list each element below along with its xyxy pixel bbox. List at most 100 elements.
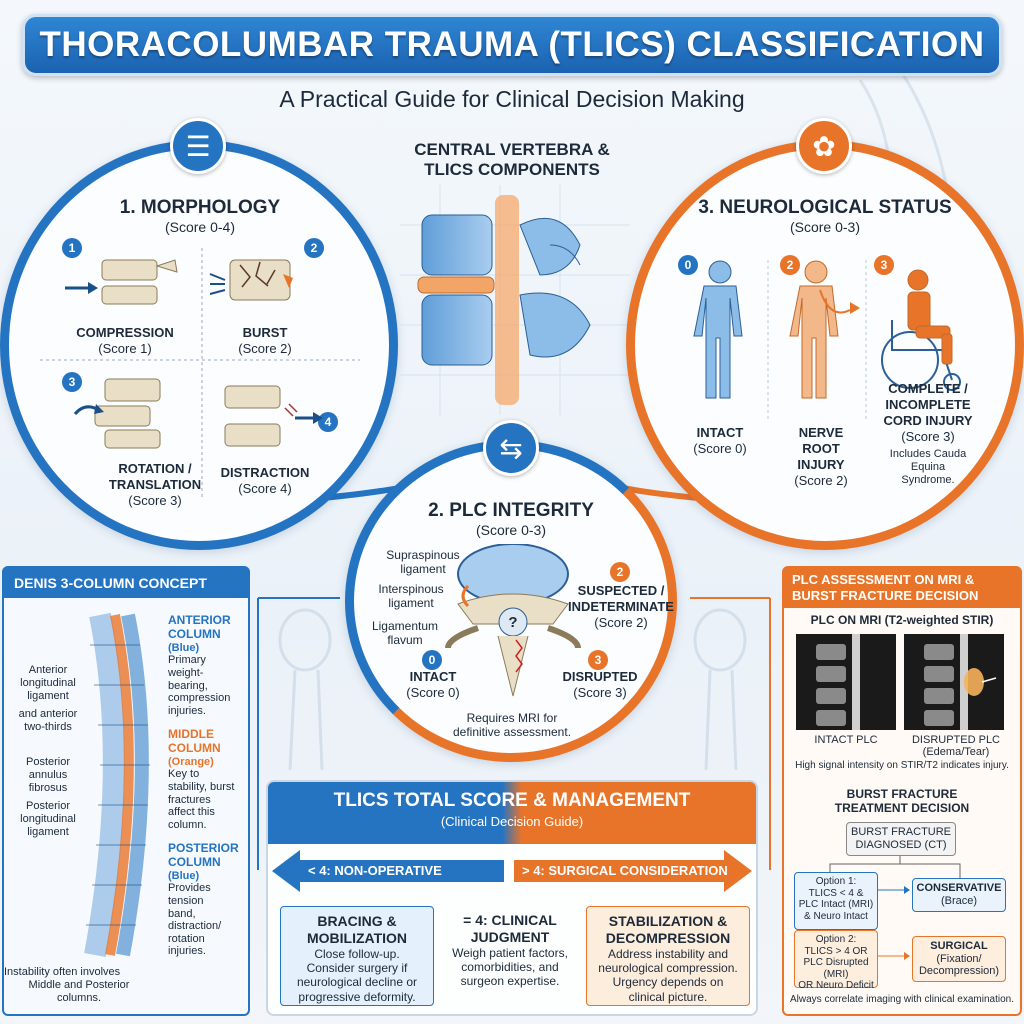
anterior-color: (Blue) [168, 641, 200, 654]
mri-footer: Always correlate imaging with clinical e… [790, 994, 1014, 1005]
paf-label-1: Posterior [25, 756, 71, 768]
rotation-label-1: ROTATION / [118, 461, 192, 476]
flavum-label-2: flavum [387, 633, 423, 647]
middle-title-2: COLUMN [168, 740, 221, 755]
suspected-label-1: SUSPECTED / [577, 583, 665, 598]
option2-l1: Option 2: [815, 934, 857, 945]
anterior-title: ANTERIOR [168, 613, 231, 627]
morphology-num-4: 4 [318, 412, 338, 432]
posterior-d6: injuries. [168, 945, 206, 958]
mri-section-1: PLC ON MRI (T2-weighted STIR) [810, 613, 994, 627]
judgment-d3: surgeon expertise. [460, 974, 560, 989]
plc-vertebra-illustration [445, 544, 581, 697]
surgical-2: (Fixation/ [936, 952, 982, 965]
option1-l2: TLICS < 4 & [808, 887, 864, 899]
management-header [268, 782, 756, 844]
disrupted-plc-label-1: DISRUPTED PLC [911, 734, 1001, 746]
plc-score: (Score 0-3) [475, 522, 547, 538]
center-title-2: TLICS COMPONENTS [424, 160, 600, 179]
cord-injury-note-2: Equina [910, 461, 946, 473]
conservative-box: CONSERVATIVE (Brace) [912, 878, 1006, 912]
burst-label: BURST [242, 325, 288, 340]
pll-label-2: longitudinal [20, 813, 76, 825]
suspected-score: (Score 2) [594, 615, 648, 630]
brain-icon: ✿ [796, 118, 852, 174]
anterior-title-2: COLUMN [168, 626, 221, 641]
plc-num-3: 3 [588, 650, 608, 670]
morphology-title: 1. MORPHOLOGY [119, 197, 281, 218]
posterior-title-2: COLUMN [168, 854, 221, 869]
all-label-3: ligament [27, 690, 69, 702]
anterior-d1: Primary [168, 654, 206, 667]
judgment-title-2: JUDGMENT [470, 928, 550, 945]
morphology-grid [40, 248, 360, 498]
option1-box: Option 1: TLICS < 4 & PLC Intact (MRI) &… [794, 872, 878, 930]
burst-diagnosed-box: BURST FRACTURE DIAGNOSED (CT) [846, 822, 956, 856]
plc-intact-score: (Score 0) [406, 685, 460, 700]
ant-label-2: two-thirds [24, 721, 72, 733]
distraction-score: (Score 4) [238, 481, 292, 496]
neuro-num-0: 0 [678, 255, 698, 275]
burst-score: (Score 2) [238, 341, 292, 356]
plc-title: 2. PLC INTEGRITY [428, 500, 594, 521]
judgment-d1: Weigh patient factors, [452, 945, 568, 960]
middle-d3: fractures [168, 793, 211, 806]
morphology-num-3: 3 [62, 372, 82, 392]
central-vertebra-illustration [400, 185, 630, 415]
management-arrows [272, 850, 752, 892]
conservative-2: (Brace) [940, 894, 978, 907]
non-operative-label: < 4: NON-OPERATIVE [308, 863, 442, 878]
middle-title: MIDDLE [168, 727, 214, 741]
neuro-intact-score: (Score 0) [693, 441, 747, 456]
cord-injury-score: (Score 3) [901, 429, 955, 444]
judgment-d2: comorbidities, and [461, 959, 559, 974]
cord-injury-note-1: Includes Cauda [889, 448, 967, 460]
disrupted-plc-label-2: (Edema/Tear) [922, 746, 990, 758]
burst-vertebra-icon [209, 259, 293, 301]
pll-label-3: ligament [27, 826, 69, 838]
plc-question-mark: ? [508, 614, 518, 631]
posterior-color: (Blue) [168, 869, 200, 882]
morphology-num-1: 1 [62, 238, 82, 258]
compress-spine-icon: ⇆ [483, 420, 539, 476]
title-banner: THORACOLUMBAR TRAUMA (TLICS) CLASSIFICAT… [22, 14, 1002, 76]
surgical-3: Decompression) [918, 965, 1000, 978]
mri-header: PLC ASSESSMENT ON MRI & BURST FRACTURE D… [784, 568, 1020, 608]
page-title: THORACOLUMBAR TRAUMA (TLICS) CLASSIFICAT… [39, 25, 985, 64]
option2-box: Option 2: TLICS > 4 OR PLC Disrupted (MR… [794, 930, 878, 991]
flowchart-arrows [829, 856, 961, 960]
suspected-label-2: INDETERMINATE [568, 599, 674, 614]
plc-num-2: 2 [610, 562, 630, 582]
posterior-d3: band, [168, 907, 196, 920]
denis-footer-3: columns. [56, 992, 102, 1004]
middle-d2: stability, burst [168, 780, 235, 793]
cord-injury-label-3: CORD INJURY [883, 413, 973, 428]
flavum-label-1: Ligamentum [371, 619, 439, 633]
neuro-num-2: 2 [780, 255, 800, 275]
rotation-label-2: TRANSLATION [108, 477, 202, 492]
burst-decision-title-1: BURST FRACTURE [846, 787, 958, 801]
neuro-figures [693, 260, 961, 420]
posterior-d2: tension [168, 894, 204, 907]
option1-l3: PLC Intact (MRI) [798, 899, 874, 910]
neuro-title: 3. NEUROLOGICAL STATUS [698, 197, 952, 218]
stabilization-d4: clinical picture. [628, 989, 708, 1004]
morphology-panel [0, 140, 398, 550]
bracing-title-1: BRACING & [317, 913, 397, 929]
option2-l3: PLC Disrupted (MRI) [803, 957, 869, 980]
posterior-d5: rotation [168, 932, 205, 945]
nerve-root-label-3: INJURY [797, 457, 845, 472]
compression-vertebra-icon [65, 259, 178, 305]
stabilization-card: STABILIZATION & DECOMPRESSION Address in… [586, 906, 750, 1006]
denis-footer-2: Middle and Posterior [28, 979, 130, 991]
anterior-d2: weight- [168, 666, 204, 679]
conservative-1: CONSERVATIVE [916, 882, 1002, 894]
posterior-d1: Provides [168, 882, 211, 895]
management-subtitle: (Clinical Decision Guide) [440, 814, 584, 829]
stabilization-d1: Address instability and [607, 946, 729, 961]
spine-icon: ☰ [170, 118, 226, 174]
cord-injury-label-2: INCOMPLETE [885, 397, 971, 412]
compression-score: (Score 1) [98, 341, 152, 356]
mri-title-1: PLC ASSESSMENT ON MRI & [792, 572, 975, 587]
denis-footer-1: Instability often involves [4, 966, 121, 978]
